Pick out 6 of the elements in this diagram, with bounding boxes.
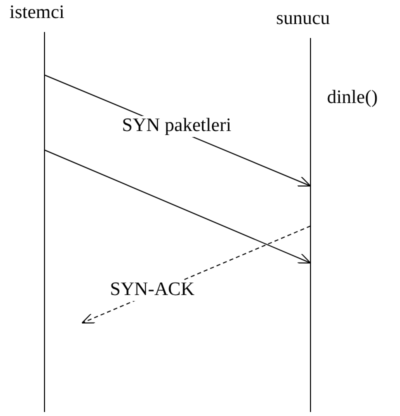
lifeline-label: sunucu — [275, 8, 331, 30]
arrow — [44, 150, 311, 264]
edge-label: SYN-ACK — [110, 280, 194, 301]
state-label: dinle() — [327, 88, 378, 109]
lifeline-label: istemci — [8, 2, 66, 24]
edge-label: SYN paketleri — [122, 116, 232, 137]
